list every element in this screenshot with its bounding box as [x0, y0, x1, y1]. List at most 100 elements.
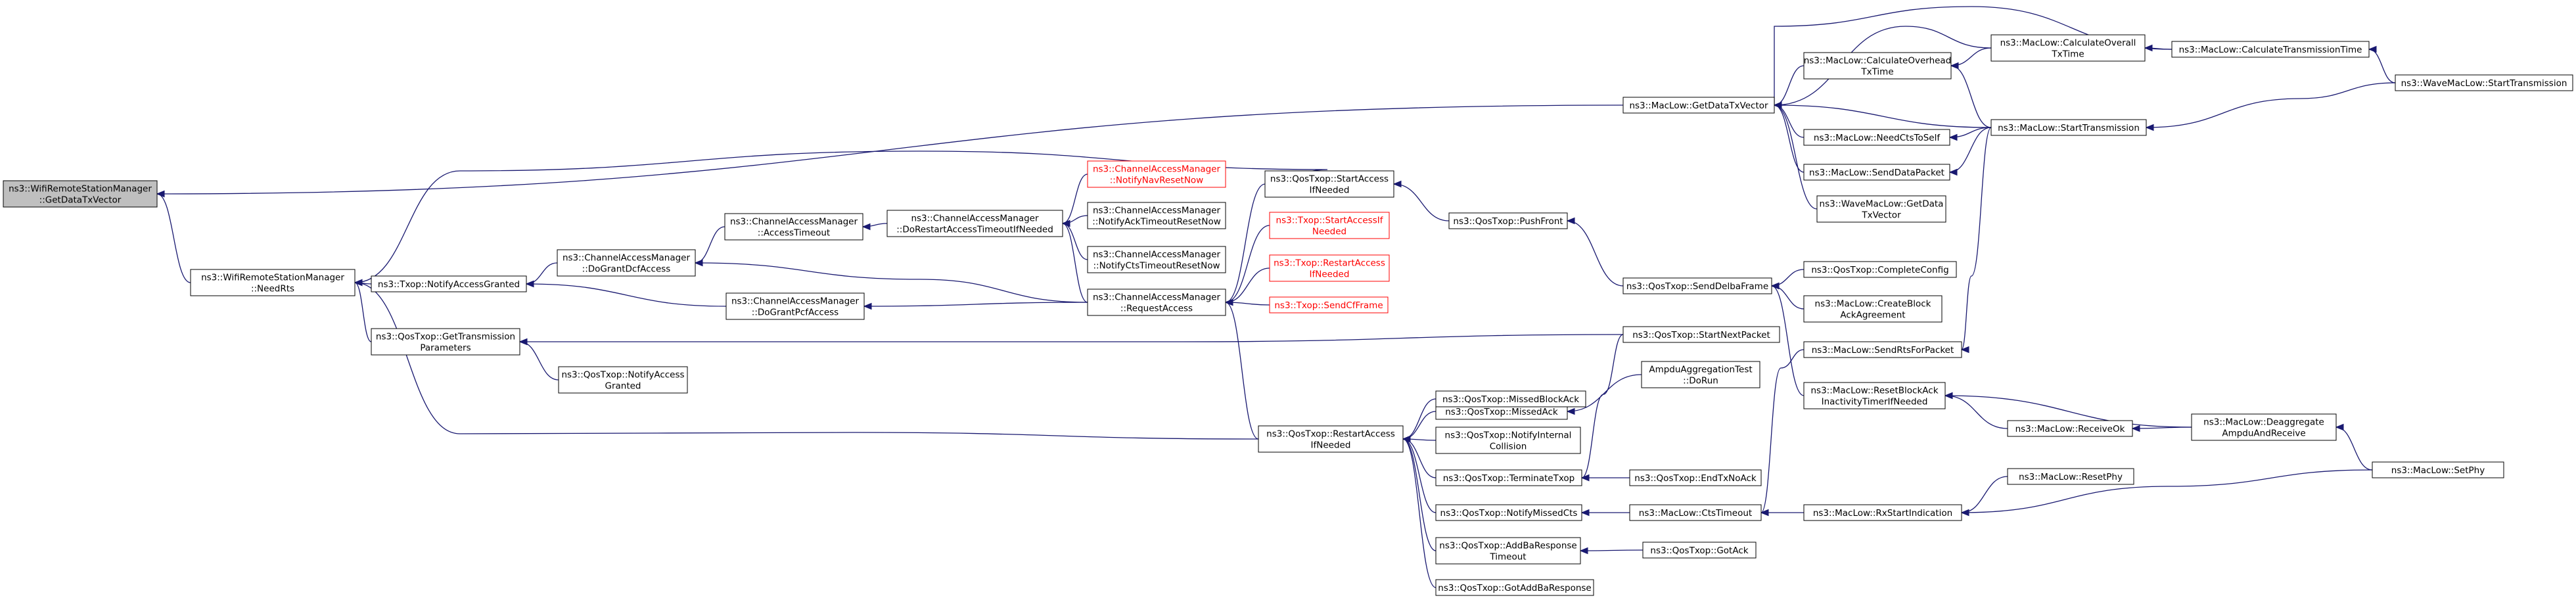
- graph-node-request-access[interactable]: ns3::ChannelAccessManager::RequestAccess: [1087, 289, 1226, 316]
- node-label-line: ::DoGrantPcfAccess: [752, 308, 839, 318]
- call-edge: [518, 338, 559, 381]
- graph-node-do-grant-dcf-access[interactable]: ns3::ChannelAccessManager::DoGrantDcfAcc…: [557, 249, 696, 277]
- node-label-line: ns3::QosTxop::MissedBlockAck: [1442, 394, 1579, 405]
- graph-node-missed-block-ack[interactable]: ns3::QosTxop::MissedBlockAck: [1435, 390, 1586, 407]
- graph-node-start-transmission[interactable]: ns3::MacLow::StartTransmission: [1990, 119, 2147, 136]
- node-label-line: ::NotifyNavResetNow: [1110, 175, 1203, 186]
- node-label-line: Granted: [605, 381, 641, 392]
- call-edge: [1773, 101, 1818, 210]
- node-label-line: ns3::QosTxop::StartAccess: [1270, 174, 1389, 185]
- call-edge: [1402, 435, 1437, 551]
- call-nodes: ns3::WifiRemoteStationManager::GetDataTx…: [3, 34, 2573, 596]
- graph-node-send-data-packet[interactable]: ns3::MacLow::SendDataPacket: [1803, 164, 1950, 181]
- node-label-line: ::AccessTimeout: [758, 228, 830, 239]
- graph-node-notify-access-granted[interactable]: ns3::Txop::NotifyAccessGranted: [371, 275, 527, 292]
- call-edge: [694, 226, 725, 267]
- call-edge: [354, 279, 1259, 440]
- graph-node-terminate-txop[interactable]: ns3::QosTxop::TerminateTxop: [1435, 469, 1582, 486]
- node-label-line: ns3::MacLow::NeedCtsToSelf: [1814, 133, 1941, 143]
- node-label-line: ns3::ChannelAccessManager: [1093, 206, 1221, 216]
- node-label-line: ns3::QosTxop::EndTxNoAck: [1634, 473, 1757, 484]
- node-label-line: TxVector: [1861, 210, 1901, 221]
- node-label-line: ::DoRestartAccessTimeoutIfNeeded: [896, 225, 1053, 235]
- graph-node-need-rts[interactable]: ns3::WifiRemoteStationManager::NeedRts: [190, 269, 356, 296]
- node-label-line: ::NeedRts: [251, 284, 294, 294]
- node-label-line: IfNeeded: [1310, 269, 1350, 280]
- node-label-line: ns3::ChannelAccessManager: [731, 296, 860, 307]
- call-edge: [1770, 282, 1805, 396]
- graph-node-access-timeout[interactable]: ns3::ChannelAccessManager::AccessTimeout: [724, 213, 863, 241]
- call-edge: [2368, 45, 2396, 83]
- node-label-line: ns3::MacLow::CalculateOverall: [2000, 38, 2136, 49]
- node-label-line: ns3::ChannelAccessManager: [1093, 250, 1221, 260]
- node-label-line: ns3::WaveMacLow::GetData: [1820, 199, 1944, 210]
- node-label-line: ns3::MacLow::StartTransmission: [1998, 123, 2140, 133]
- call-edge: [1773, 101, 1805, 173]
- graph-node-set-phy[interactable]: ns3::MacLow::SetPhy: [2372, 461, 2504, 478]
- node-label-line: IfNeeded: [1311, 440, 1351, 451]
- call-edge: [1061, 174, 1088, 227]
- call-edge: [1773, 65, 1805, 109]
- graph-node-notify-nav-reset-now[interactable]: ns3::ChannelAccessManager::NotifyNavRese…: [1087, 160, 1226, 188]
- node-label-line: ::NotifyAckTimeoutResetNow: [1092, 217, 1221, 227]
- node-label-line: ::DoRun: [1683, 376, 1718, 386]
- node-label-line: ns3::MacLow::SendDataPacket: [1809, 168, 1944, 178]
- graph-node-end-tx-no-ack[interactable]: ns3::QosTxop::EndTxNoAck: [1629, 469, 1762, 486]
- graph-node-cts-timeout[interactable]: ns3::MacLow::CtsTimeout: [1629, 504, 1762, 521]
- call-edge: [1402, 435, 1437, 588]
- node-label-line: ns3::QosTxop::StartNextPacket: [1632, 330, 1770, 340]
- graph-node-receive-ok[interactable]: ns3::MacLow::ReceiveOk: [2007, 420, 2133, 437]
- graph-node-do-restart-access-timeout[interactable]: ns3::ChannelAccessManager::DoRestartAcce…: [886, 210, 1063, 237]
- graph-node-notify-ack-timeout-reset-now[interactable]: ns3::ChannelAccessManager::NotifyAckTime…: [1087, 202, 1226, 229]
- graph-node-push-front[interactable]: ns3::QosTxop::PushFront: [1448, 212, 1568, 229]
- node-label-line: ::DoGrantDcfAccess: [582, 264, 671, 275]
- graph-node-get-data-tx-vector[interactable]: ns3::WifiRemoteStationManager::GetDataTx…: [3, 180, 158, 208]
- graph-node-got-add-ba-response[interactable]: ns3::QosTxop::GotAddBaResponse: [1435, 579, 1594, 596]
- node-label-line: ns3::ChannelAccessManager: [563, 253, 691, 264]
- call-edge: [156, 104, 1624, 198]
- graph-node-start-next-packet[interactable]: ns3::QosTxop::StartNextPacket: [1622, 326, 1780, 343]
- graph-node-reset-block-ack-inactivity-timer[interactable]: ns3::MacLow::ResetBlockAckInactivityTime…: [1803, 382, 1946, 409]
- node-label-line: ns3::QosTxop::AddBaResponse: [1439, 541, 1576, 551]
- node-label-line: ::RequestAccess: [1120, 304, 1193, 314]
- graph-node-wave-get-data-tx-vector[interactable]: ns3::WaveMacLow::GetDataTxVector: [1816, 195, 1946, 223]
- graph-node-got-ack[interactable]: ns3::QosTxop::GotAck: [1642, 542, 1757, 559]
- node-label-line: ns3::QosTxop::GotAddBaResponse: [1438, 583, 1591, 593]
- graph-node-complete-config[interactable]: ns3::QosTxop::CompleteConfig: [1803, 261, 1957, 278]
- graph-node-send-rts-for-packet[interactable]: ns3::MacLow::SendRtsForPacket: [1803, 341, 1962, 358]
- node-label-line: ::GetDataTxVector: [39, 195, 122, 206]
- graph-node-ampdu-do-run[interactable]: AmpduAggregationTest::DoRun: [1641, 361, 1760, 388]
- node-label-line: ns3::Txop::NotifyAccessGranted: [378, 279, 520, 290]
- node-label-line: ns3::ChannelAccessManager: [911, 214, 1039, 224]
- graph-node-calculate-transmission-time[interactable]: ns3::MacLow::CalculateTransmissionTime: [2171, 41, 2370, 58]
- graph-node-notify-missed-cts[interactable]: ns3::QosTxop::NotifyMissedCts: [1435, 504, 1582, 521]
- graph-node-send-cf-frame[interactable]: ns3::Txop::SendCfFrame: [1269, 296, 1389, 313]
- call-edge: [1566, 217, 1624, 287]
- graph-node-reset-phy[interactable]: ns3::MacLow::ResetPhy: [2007, 468, 2134, 485]
- graph-node-send-delba-frame[interactable]: ns3::QosTxop::SendDelbaFrame: [1622, 277, 1772, 294]
- graph-node-notify-cts-timeout-reset-now[interactable]: ns3::ChannelAccessManager::NotifyCtsTime…: [1087, 246, 1226, 273]
- node-label-line: ns3::QosTxop::RestartAccess: [1266, 429, 1395, 440]
- graph-node-need-cts-to-self[interactable]: ns3::MacLow::NeedCtsToSelf: [1803, 129, 1950, 146]
- graph-node-rx-start-indication[interactable]: ns3::MacLow::RxStartIndication: [1803, 504, 1962, 521]
- graph-node-wave-start-transmission[interactable]: ns3::WaveMacLow::StartTransmission: [2395, 74, 2573, 91]
- graph-node-qos-notify-access-granted[interactable]: ns3::QosTxop::NotifyAccessGranted: [558, 366, 688, 394]
- node-label-line: ns3::MacLow::CalculateOverhead: [1804, 56, 1952, 66]
- node-label-line: TxTime: [1860, 67, 1893, 78]
- graph-node-do-grant-pcf-access[interactable]: ns3::ChannelAccessManager::DoGrantPcfAcc…: [725, 292, 865, 320]
- node-label-line: ns3::MacLow::CreateBlock: [1815, 299, 1931, 310]
- graph-node-mac-low-get-data-tx-vector[interactable]: ns3::MacLow::GetDataTxVector: [1622, 97, 1775, 114]
- call-edge: [1948, 127, 1992, 141]
- call-edge: [518, 334, 1624, 346]
